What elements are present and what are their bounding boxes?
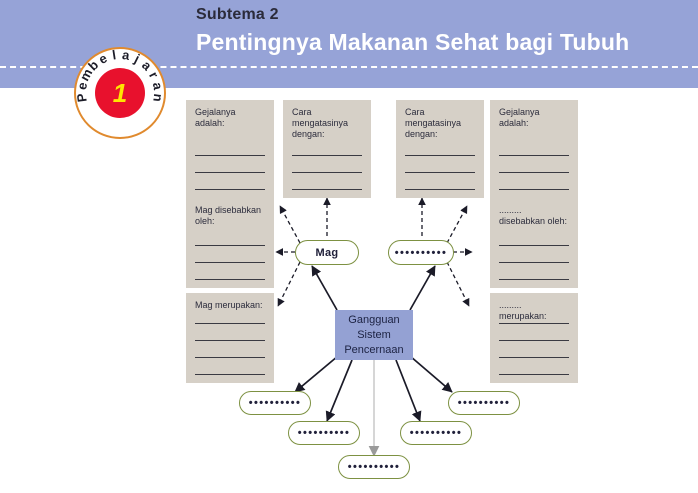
subtema-label: Subtema 2 bbox=[196, 6, 279, 23]
pill-blank-right[interactable]: •••••••••• bbox=[388, 240, 454, 265]
pill-bottom-4[interactable]: •••••••••• bbox=[448, 391, 520, 415]
pill-mag[interactable]: Mag bbox=[295, 240, 359, 265]
note-line[interactable] bbox=[292, 156, 362, 173]
note-box-gejala-right[interactable]: Gejalanya adalah: bbox=[490, 100, 578, 198]
center-line-3: Pencernaan bbox=[344, 343, 404, 356]
note-line[interactable] bbox=[195, 358, 265, 375]
note-line[interactable] bbox=[499, 358, 569, 375]
note-title: Gejalanya adalah: bbox=[499, 107, 540, 128]
note-line[interactable] bbox=[195, 229, 265, 246]
note-title: ......... disebabkan oleh: bbox=[499, 205, 568, 226]
note-title: Cara mengatasinya dengan: bbox=[292, 107, 349, 139]
note-line[interactable] bbox=[195, 173, 265, 190]
pill-label: •••••••••• bbox=[347, 461, 401, 473]
note-line[interactable] bbox=[405, 156, 475, 173]
note-line[interactable] bbox=[499, 341, 569, 358]
pill-label: •••••••••• bbox=[457, 397, 511, 409]
header-dashed-divider bbox=[0, 66, 698, 68]
note-lines[interactable] bbox=[195, 139, 265, 190]
page-title: Pentingnya Makanan Sehat bagi Tubuh bbox=[196, 29, 630, 55]
pill-label: •••••••••• bbox=[297, 427, 351, 439]
note-lines[interactable] bbox=[405, 139, 475, 190]
note-box-cara-left[interactable]: Cara mengatasinya dengan: bbox=[283, 100, 371, 198]
note-line[interactable] bbox=[195, 246, 265, 263]
note-line[interactable] bbox=[499, 246, 569, 263]
note-line[interactable] bbox=[405, 173, 475, 190]
pill-label: •••••••••• bbox=[394, 246, 448, 259]
badge-inner-circle: 1 bbox=[95, 68, 145, 118]
pill-bottom-1[interactable]: •••••••••• bbox=[239, 391, 311, 415]
note-lines[interactable] bbox=[292, 139, 362, 190]
note-line[interactable] bbox=[195, 324, 265, 341]
note-line[interactable] bbox=[292, 173, 362, 190]
note-title: Mag disebabkan oleh: bbox=[195, 205, 262, 226]
note-line[interactable] bbox=[195, 263, 265, 280]
pill-bottom-2[interactable]: •••••••••• bbox=[288, 421, 360, 445]
note-line[interactable] bbox=[499, 139, 569, 156]
pill-label: •••••••••• bbox=[248, 397, 302, 409]
pill-bottom-3[interactable]: •••••••••• bbox=[400, 421, 472, 445]
arrow-layer bbox=[275, 197, 473, 457]
note-line[interactable] bbox=[195, 341, 265, 358]
note-title: Gejalanya adalah: bbox=[195, 107, 236, 128]
note-box-merupakan-left[interactable]: Mag merupakan: bbox=[186, 293, 274, 383]
pill-label: •••••••••• bbox=[409, 427, 463, 439]
center-topic-box[interactable]: Gangguan Sistem Pencernaan bbox=[335, 310, 413, 360]
note-line[interactable] bbox=[195, 139, 265, 156]
note-title: Cara mengatasinya dengan: bbox=[405, 107, 462, 139]
note-line[interactable] bbox=[405, 139, 475, 156]
note-lines[interactable] bbox=[499, 139, 569, 190]
note-line[interactable] bbox=[195, 156, 265, 173]
note-line[interactable] bbox=[499, 173, 569, 190]
note-title: Mag merupakan: bbox=[195, 300, 263, 310]
note-lines[interactable] bbox=[499, 229, 569, 280]
note-line[interactable] bbox=[292, 139, 362, 156]
note-lines[interactable] bbox=[499, 307, 569, 375]
note-lines[interactable] bbox=[195, 307, 265, 375]
note-box-gejala-left[interactable]: Gejalanya adalah: bbox=[186, 100, 274, 198]
note-line[interactable] bbox=[499, 156, 569, 173]
note-lines[interactable] bbox=[195, 229, 265, 280]
note-line[interactable] bbox=[499, 307, 569, 324]
note-box-merupakan-right[interactable]: ......... merupakan: bbox=[490, 293, 578, 383]
pill-label: Mag bbox=[315, 246, 339, 259]
badge-number: 1 bbox=[112, 77, 128, 108]
note-box-cara-right[interactable]: Cara mengatasinya dengan: bbox=[396, 100, 484, 198]
note-line[interactable] bbox=[499, 324, 569, 341]
pill-bottom-5[interactable]: •••••••••• bbox=[338, 455, 410, 479]
note-box-sebab-left[interactable]: Mag disebabkan oleh: bbox=[186, 198, 274, 288]
center-line-2: Sistem bbox=[357, 328, 391, 341]
note-box-sebab-right[interactable]: ......... disebabkan oleh: bbox=[490, 198, 578, 288]
note-line[interactable] bbox=[499, 229, 569, 246]
note-title: ......... merupakan: bbox=[499, 300, 547, 321]
note-line[interactable] bbox=[499, 263, 569, 280]
note-line[interactable] bbox=[195, 307, 265, 324]
center-line-1: Gangguan bbox=[348, 313, 400, 326]
concept-map: Gejalanya adalah: Cara mengatasinya deng… bbox=[0, 88, 698, 493]
